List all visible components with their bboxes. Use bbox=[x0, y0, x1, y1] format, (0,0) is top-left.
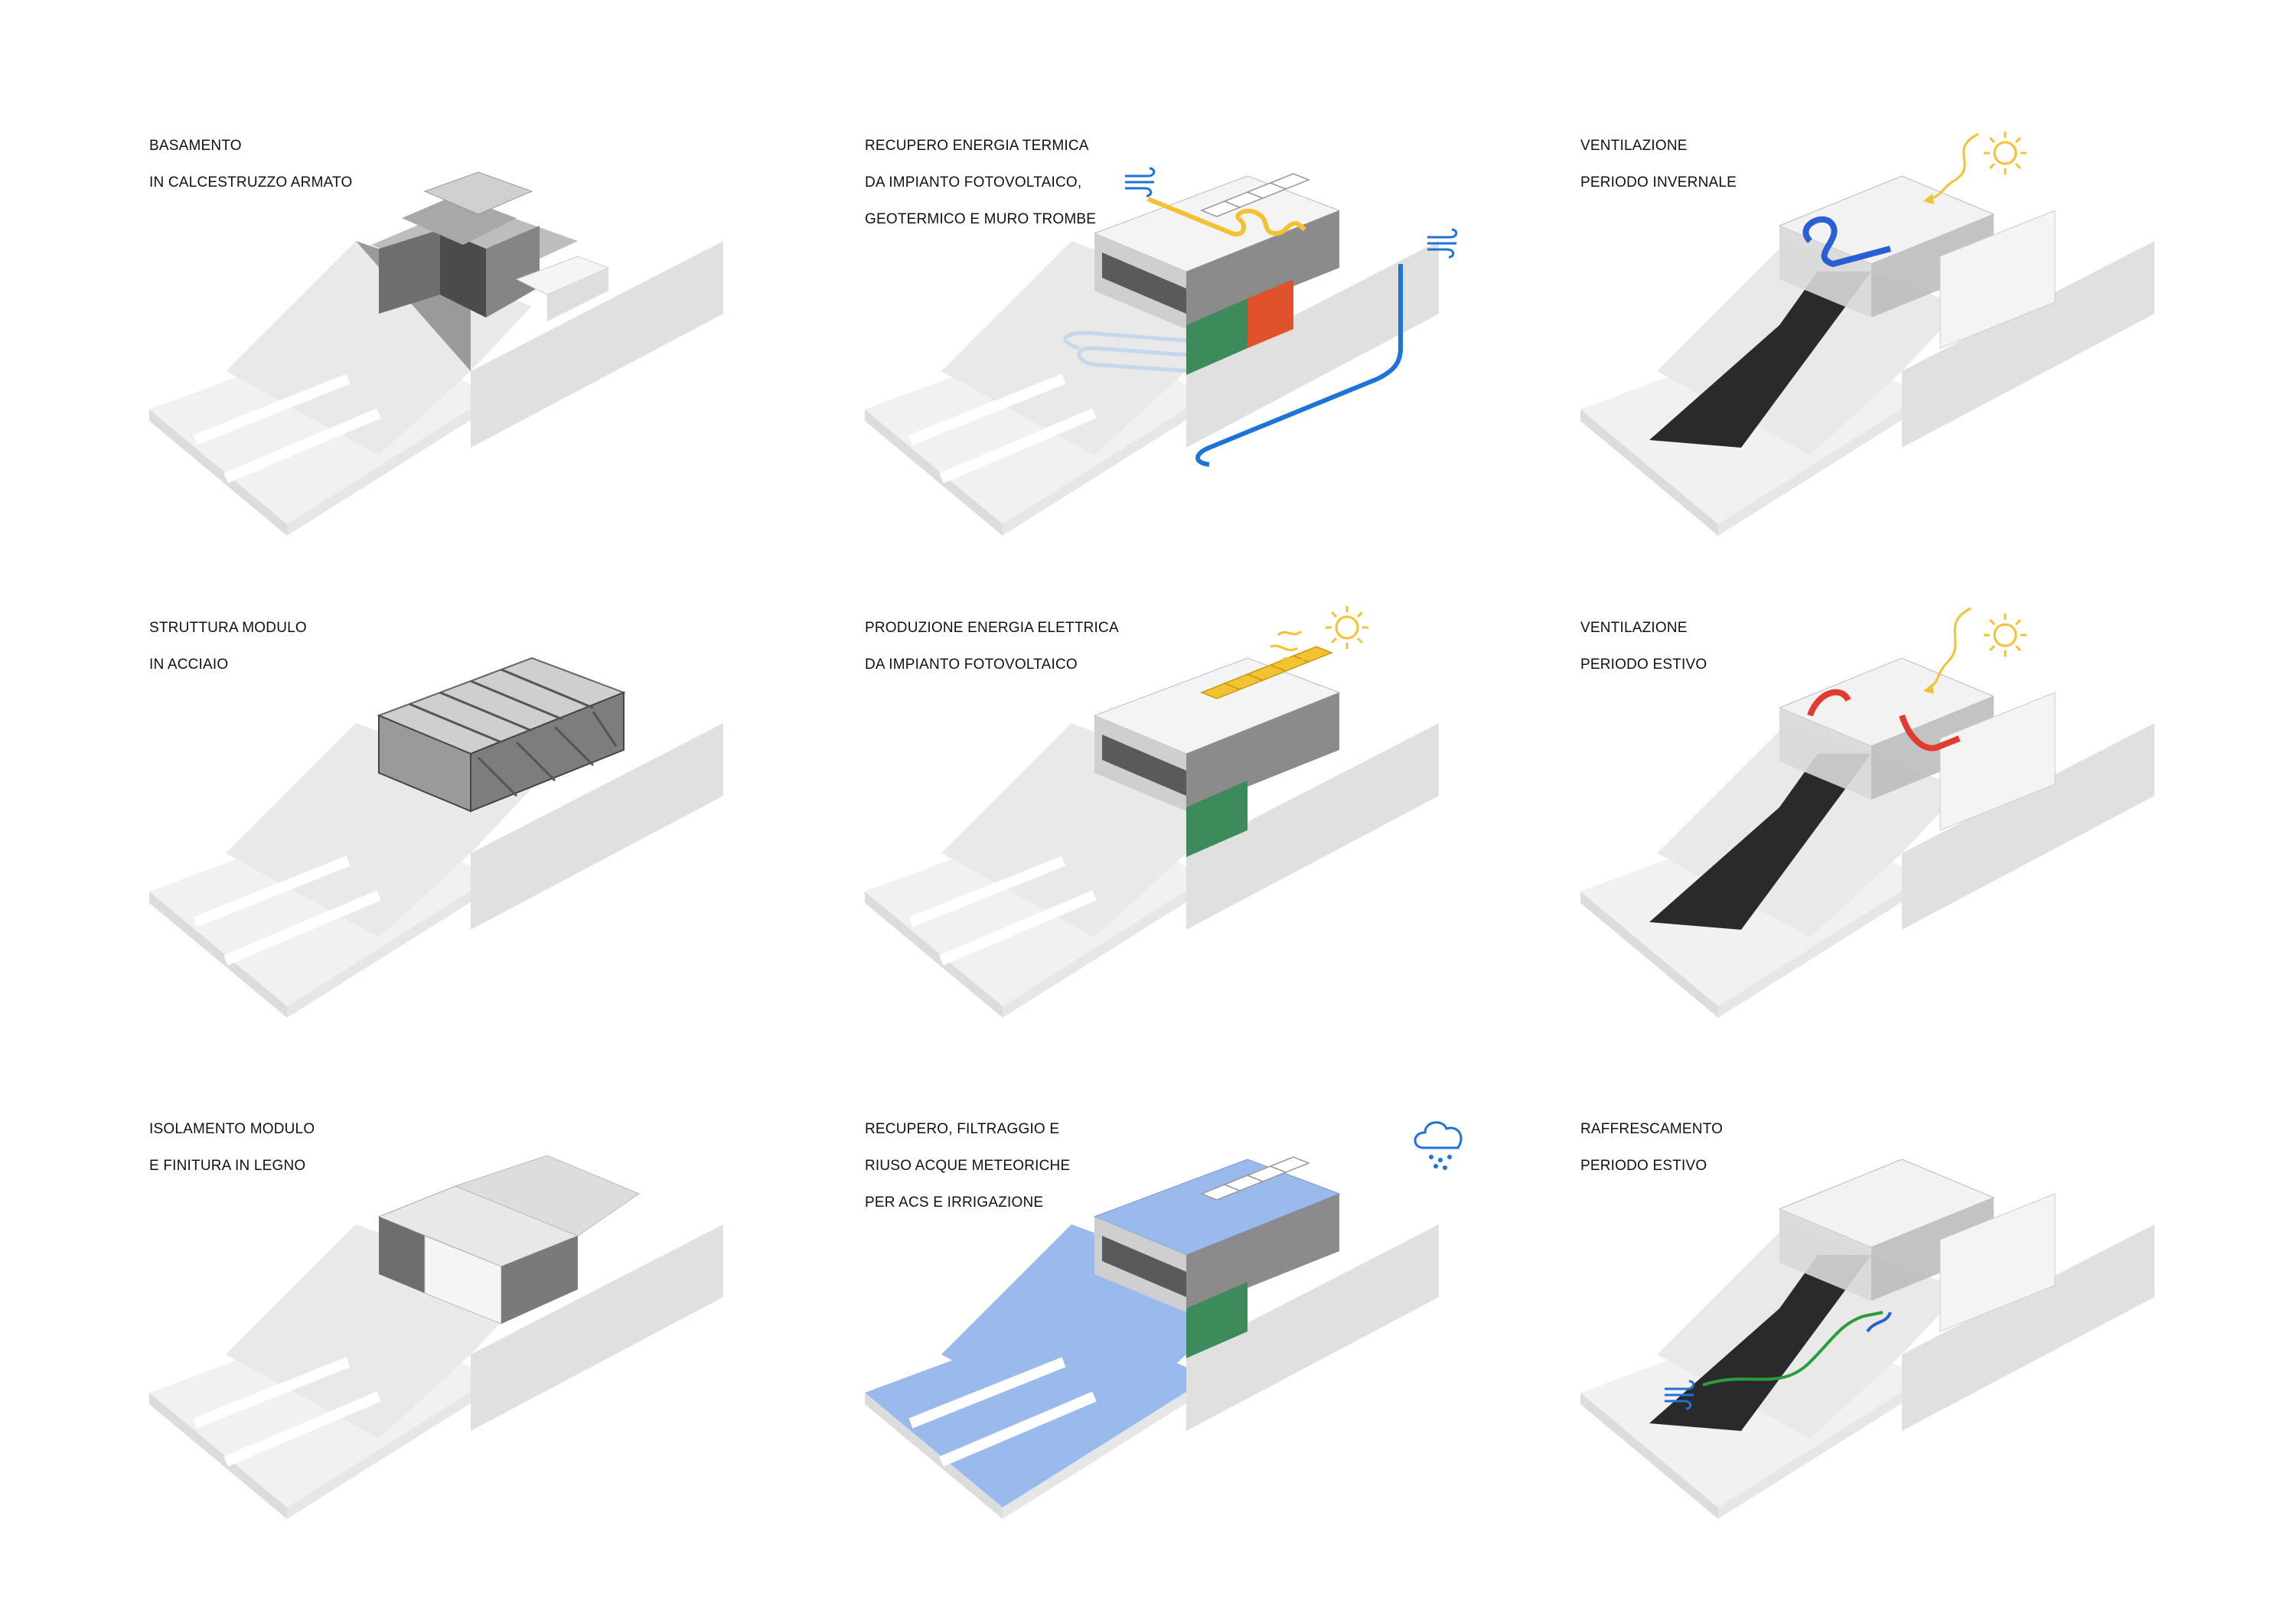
caption-basamento: BASAMENTO IN CALCESTRUZZO ARMATO bbox=[149, 138, 353, 191]
caption-struttura-modulo: STRUTTURA MODULO IN ACCIAIO bbox=[149, 620, 307, 673]
caption-recupero-energia-termica: RECUPERO ENERGIA TERMICA DA IMPIANTO FOT… bbox=[865, 138, 1097, 227]
axonometric-isolamento-legno bbox=[149, 1155, 723, 1519]
axonometric-acque-meteoriche bbox=[865, 1121, 1463, 1519]
caption-produzione-energia-elettrica: PRODUZIONE ENERGIA ELETTRICA DA IMPIANTO… bbox=[865, 620, 1119, 673]
panel-recupero-energia-termica: RECUPERO ENERGIA TERMICA DA IMPIANTO FOT… bbox=[865, 119, 1569, 608]
panel-recupero-acque-meteoriche: RECUPERO, FILTRAGGIO E RIUSO ACQUE METEO… bbox=[865, 1102, 1569, 1592]
wind-icon bbox=[1125, 167, 1156, 197]
caption-ventilazione-estivo: VENTILAZIONE PERIODO ESTIVO bbox=[1580, 620, 1707, 673]
sun-icon bbox=[1984, 132, 2027, 174]
axonometric-basamento bbox=[149, 171, 723, 536]
wind-icon bbox=[1665, 1380, 1695, 1410]
wind-icon bbox=[1427, 228, 1458, 259]
rain-cloud-icon bbox=[1414, 1121, 1463, 1170]
panel-isolamento-modulo: ISOLAMENTO MODULO E FINITURA IN LEGNO bbox=[149, 1102, 853, 1592]
panel-ventilazione-invernale: VENTILAZIONE PERIODO INVERNALE bbox=[1580, 119, 2285, 608]
caption-ventilazione-invernale: VENTILAZIONE PERIODO INVERNALE bbox=[1580, 138, 1737, 191]
sun-icon bbox=[1326, 606, 1368, 649]
caption-raffrescamento-estivo: RAFFRESCAMENTO PERIODO ESTIVO bbox=[1580, 1121, 1724, 1174]
sun-icon bbox=[1984, 614, 2027, 657]
axonometric-energia-termica bbox=[865, 167, 1458, 536]
axonometric-ventilazione-estivo bbox=[1580, 607, 2154, 1018]
caption-recupero-acque-meteoriche: RECUPERO, FILTRAGGIO E RIUSO ACQUE METEO… bbox=[865, 1121, 1071, 1211]
axonometric-ventilazione-invernale bbox=[1580, 132, 2154, 536]
panel-ventilazione-estivo: VENTILAZIONE PERIODO ESTIVO bbox=[1580, 601, 2285, 1090]
axonometric-raffrescamento-estivo bbox=[1580, 1159, 2154, 1519]
caption-isolamento-modulo: ISOLAMENTO MODULO E FINITURA IN LEGNO bbox=[149, 1121, 315, 1174]
panel-produzione-energia-elettrica: PRODUZIONE ENERGIA ELETTRICA DA IMPIANTO… bbox=[865, 601, 1569, 1090]
axonometric-struttura-acciaio bbox=[149, 657, 723, 1018]
panel-struttura-modulo: STRUTTURA MODULO IN ACCIAIO bbox=[149, 601, 853, 1090]
panel-basamento: BASAMENTO IN CALCESTRUZZO ARMATO bbox=[149, 119, 853, 608]
axonometric-energia-elettrica bbox=[865, 606, 1439, 1018]
panel-raffrescamento-estivo: RAFFRESCAMENTO PERIODO ESTIVO bbox=[1580, 1102, 2285, 1592]
